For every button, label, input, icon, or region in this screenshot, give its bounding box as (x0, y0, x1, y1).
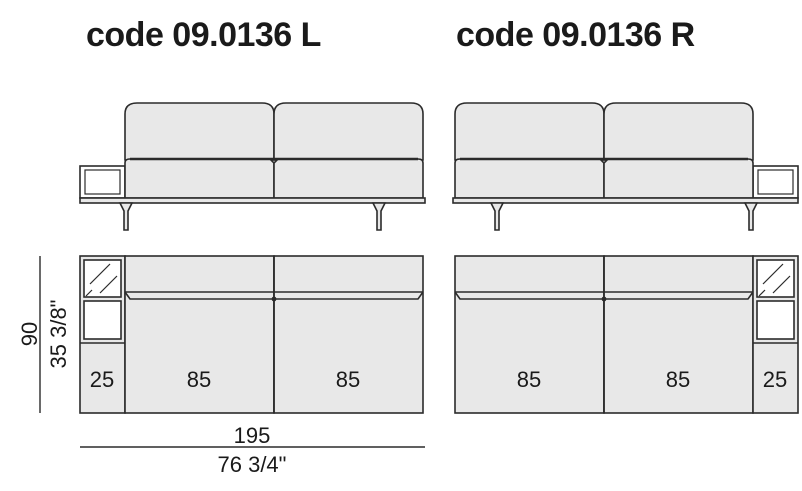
right-side-table-width: 25 (763, 367, 787, 392)
right-side-table-glass (756, 259, 795, 298)
left-side-table-front (79, 165, 126, 199)
title-right-module: code 09.0136 R (456, 16, 695, 54)
right-plan-seat-2 (603, 255, 754, 414)
depth-in: 35 3/8" (46, 300, 71, 369)
left-seat-2-width: 85 (336, 367, 360, 392)
left-seat-1-width: 85 (187, 367, 211, 392)
left-plan-seat-2 (273, 255, 424, 414)
left-leg-2 (371, 202, 387, 231)
right-seat-cushion-2 (603, 158, 754, 199)
left-seat-cushion-2 (273, 158, 424, 199)
right-seat-1-width: 85 (517, 367, 541, 392)
left-back-cushion-1 (124, 102, 275, 161)
right-back-cushion-2 (603, 102, 754, 161)
left-seat-cushion-1 (124, 158, 275, 199)
left-side-table-glass (83, 259, 122, 298)
right-front-elevation (452, 102, 799, 231)
left-back-cushion-2 (273, 102, 424, 161)
left-leg-1 (118, 202, 134, 231)
left-front-elevation (79, 102, 426, 231)
left-plan-view (79, 255, 424, 414)
left-plan-seat-1 (124, 255, 275, 414)
right-seat-2-width: 85 (666, 367, 690, 392)
right-side-table-front (752, 165, 799, 199)
right-leg-1 (489, 202, 505, 231)
right-seat-cushion-1 (454, 158, 605, 199)
left-side-table-width: 25 (90, 367, 114, 392)
right-back-cushion-1 (454, 102, 605, 161)
title-left-module: code 09.0136 L (86, 16, 321, 54)
depth-cm: 90 (17, 322, 42, 346)
right-plan-view (454, 255, 799, 414)
right-leg-2 (743, 202, 759, 231)
left-side-table-shelf (83, 300, 122, 340)
width-cm: 195 (234, 423, 271, 448)
width-in: 76 3/4" (218, 452, 287, 477)
right-side-table-shelf (756, 300, 795, 340)
